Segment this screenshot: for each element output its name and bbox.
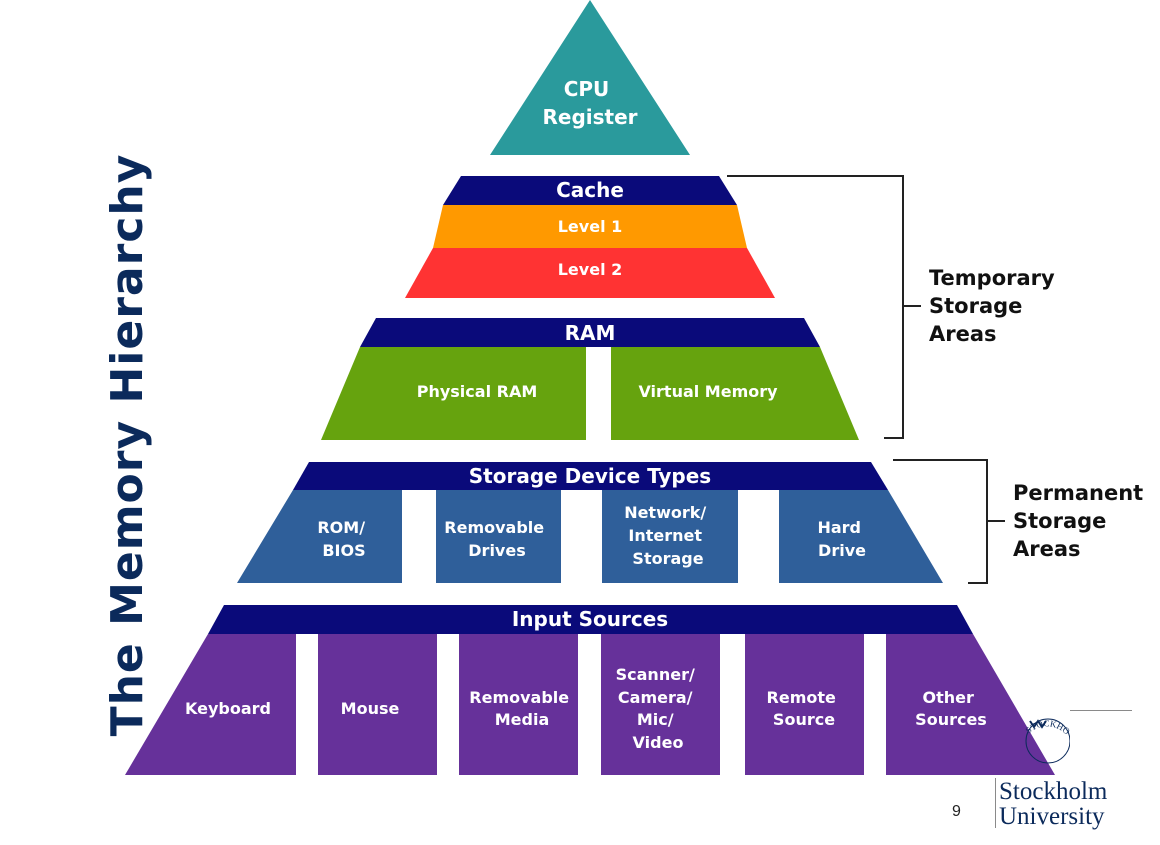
physical-ram-label: Physical RAM bbox=[417, 382, 538, 401]
storage-header-bar bbox=[293, 462, 888, 490]
other-sources-block bbox=[886, 634, 1055, 775]
temporary-storage-bracket: Temporary Storage Areas bbox=[727, 175, 1062, 439]
scanner-label-line2: Camera/ bbox=[618, 688, 693, 707]
svg-text:Remote Source: Remote Source bbox=[767, 688, 842, 729]
hard-drive-block bbox=[779, 490, 943, 583]
hard-drive-label-line1: Hard bbox=[817, 518, 861, 537]
cache-level1-label: Level 1 bbox=[558, 217, 623, 236]
svg-text:Temporary Storage: Temporary Storage Areas bbox=[929, 266, 1062, 346]
other-sources-label-line2: Sources bbox=[915, 710, 987, 729]
cache-level1-band bbox=[433, 205, 747, 248]
cpu-label-line1: CPU bbox=[564, 77, 610, 101]
network-storage-label-line3: Storage bbox=[632, 549, 703, 568]
cpu-label-line2: Register bbox=[542, 105, 637, 129]
cache-header-bar bbox=[443, 176, 737, 205]
cache-level2-band bbox=[405, 248, 775, 298]
remote-source-label-line1: Remote bbox=[767, 688, 836, 707]
university-seal-icon: STOCKHOLM bbox=[1022, 707, 1070, 764]
physical-ram-block bbox=[321, 347, 586, 440]
rom-bios-label-line2: BIOS bbox=[322, 541, 365, 560]
cpu-register-tier: CPU Register bbox=[490, 0, 690, 155]
stockholm-university-logo: Stockholm University bbox=[999, 779, 1107, 829]
storage-header-label: Storage Device Types bbox=[469, 464, 711, 488]
rom-bios-block bbox=[237, 490, 402, 583]
logo-line-2: University bbox=[999, 803, 1105, 830]
input-tier: Input Sources Keyboard Mouse Removable M… bbox=[125, 605, 1055, 775]
svg-text:ROM/ BIOS: ROM/ BIOS bbox=[317, 518, 370, 560]
removable-media-label-line2: Media bbox=[495, 710, 550, 729]
scanner-label-line4: Video bbox=[633, 733, 684, 752]
temporary-label-line3: Areas bbox=[929, 322, 997, 346]
remote-source-block bbox=[745, 634, 864, 775]
mouse-label: Mouse bbox=[341, 699, 400, 718]
rom-bios-label-line1: ROM/ bbox=[317, 518, 365, 537]
svg-text:CPU Register: CPU Register bbox=[542, 77, 637, 129]
removable-drives-block bbox=[436, 490, 561, 583]
logo-divider bbox=[995, 778, 996, 828]
scanner-label-line3: Mic/ bbox=[637, 710, 674, 729]
cache-header-label: Cache bbox=[556, 178, 624, 202]
svg-text:Hard Drive: Hard Drive bbox=[817, 518, 866, 560]
permanent-label-line1: Permanent bbox=[1013, 481, 1143, 505]
virtual-memory-label: Virtual Memory bbox=[638, 382, 778, 401]
logo-line-1: Stockholm bbox=[999, 778, 1108, 805]
remote-source-label-line2: Source bbox=[773, 710, 835, 729]
scanner-label-line1: Scanner/ bbox=[616, 665, 695, 684]
ram-tier: RAM Physical RAM Virtual Memory bbox=[321, 318, 859, 440]
svg-text:Permanent Storage: Permanent Storage Areas bbox=[1013, 481, 1151, 561]
removable-drives-label-line1: Removable bbox=[444, 518, 544, 537]
temporary-label-line2: Storage bbox=[929, 294, 1022, 318]
svg-text:Network/ Internet: Network/ Internet Storage bbox=[624, 503, 712, 568]
mouse-block bbox=[318, 634, 437, 775]
svg-text:Removable Media: Removable Media bbox=[469, 688, 574, 729]
page-number: 9 bbox=[952, 803, 961, 820]
scanner-camera-block bbox=[601, 634, 720, 775]
removable-media-label-line1: Removable bbox=[469, 688, 569, 707]
network-storage-label-line2: Internet bbox=[628, 526, 702, 545]
logo-rule bbox=[1070, 710, 1132, 711]
virtual-memory-block bbox=[611, 347, 859, 440]
network-storage-block bbox=[602, 490, 738, 583]
svg-text:Removable Drives: Removable Drives bbox=[444, 518, 549, 560]
permanent-label-line3: Areas bbox=[1013, 537, 1081, 561]
keyboard-block bbox=[125, 634, 296, 775]
ram-header-label: RAM bbox=[565, 321, 616, 345]
input-header-bar bbox=[208, 605, 973, 634]
network-storage-label-line1: Network/ bbox=[624, 503, 706, 522]
keyboard-label: Keyboard bbox=[185, 699, 271, 718]
svg-text:Other Sources: Other Sources bbox=[915, 688, 987, 729]
ram-header-bar bbox=[360, 318, 820, 347]
removable-media-block bbox=[459, 634, 578, 775]
permanent-label-line2: Storage bbox=[1013, 509, 1106, 533]
permanent-storage-bracket: Permanent Storage Areas bbox=[893, 459, 1151, 584]
storage-tier: Storage Device Types ROM/ BIOS Removable… bbox=[237, 462, 943, 583]
cpu-register-triangle bbox=[490, 0, 690, 155]
cache-tier: Cache Level 1 Level 2 bbox=[405, 176, 775, 298]
cache-level2-label: Level 2 bbox=[558, 260, 623, 279]
svg-text:Scanner/ Camera/ M: Scanner/ Camera/ Mic/ Video bbox=[616, 665, 701, 752]
temporary-label-line1: Temporary bbox=[929, 266, 1055, 290]
removable-drives-label-line2: Drives bbox=[468, 541, 525, 560]
other-sources-label-line1: Other bbox=[923, 688, 974, 707]
hard-drive-label-line2: Drive bbox=[818, 541, 866, 560]
input-header-label: Input Sources bbox=[512, 607, 668, 631]
